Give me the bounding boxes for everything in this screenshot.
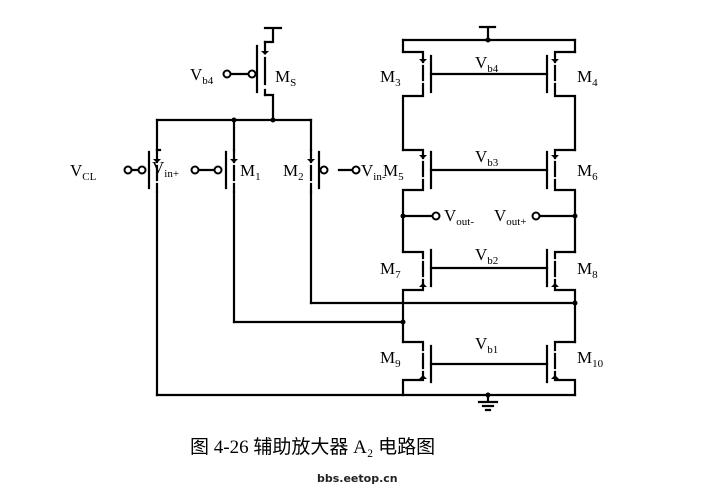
label-vout-minus: Vout- bbox=[444, 206, 474, 228]
transistor-arrows bbox=[153, 51, 559, 379]
vcl-input-terminal bbox=[123, 165, 133, 175]
label-m8: M8 bbox=[577, 259, 598, 281]
label-vb4-left: Vb4 bbox=[190, 65, 214, 87]
bubbles bbox=[123, 69, 541, 221]
label-vb4-top: Vb4 bbox=[475, 53, 499, 75]
label-m6: M6 bbox=[577, 161, 598, 183]
label-vin-minus: Vin- bbox=[361, 161, 386, 183]
label-m1: M1 bbox=[240, 161, 261, 183]
junctions bbox=[231, 37, 578, 398]
vin-plus-terminal bbox=[190, 165, 200, 175]
label-m2: M2 bbox=[283, 161, 304, 183]
vout-minus-terminal bbox=[431, 211, 441, 221]
watermark: bbs.eetop.cn bbox=[317, 472, 398, 485]
figure-caption: 图 4-26 辅助放大器 A₂ 电路图 bbox=[190, 436, 435, 458]
vout-plus-terminal bbox=[531, 211, 541, 221]
label-m9: M9 bbox=[380, 348, 401, 370]
label-m7: M7 bbox=[380, 259, 401, 281]
label-m10: M10 bbox=[577, 348, 604, 370]
vin-minus-terminal bbox=[351, 165, 361, 175]
vb4-input-terminal bbox=[222, 69, 232, 79]
label-vin-plus: Vin+ bbox=[152, 158, 179, 180]
label-vout-plus: Vout+ bbox=[494, 206, 527, 228]
label-vb3: Vb3 bbox=[475, 147, 499, 169]
label-vcl: VCL bbox=[70, 161, 97, 183]
ground-symbol bbox=[477, 393, 499, 412]
label-m5: M5 bbox=[383, 161, 404, 183]
label-vb2: Vb2 bbox=[475, 245, 498, 267]
label-vb1: Vb1 bbox=[475, 334, 498, 356]
vdd-symbol-left bbox=[263, 26, 283, 44]
label-m4: M4 bbox=[577, 67, 598, 89]
label-ms: MS bbox=[275, 67, 296, 89]
label-m3: M3 bbox=[380, 67, 401, 89]
